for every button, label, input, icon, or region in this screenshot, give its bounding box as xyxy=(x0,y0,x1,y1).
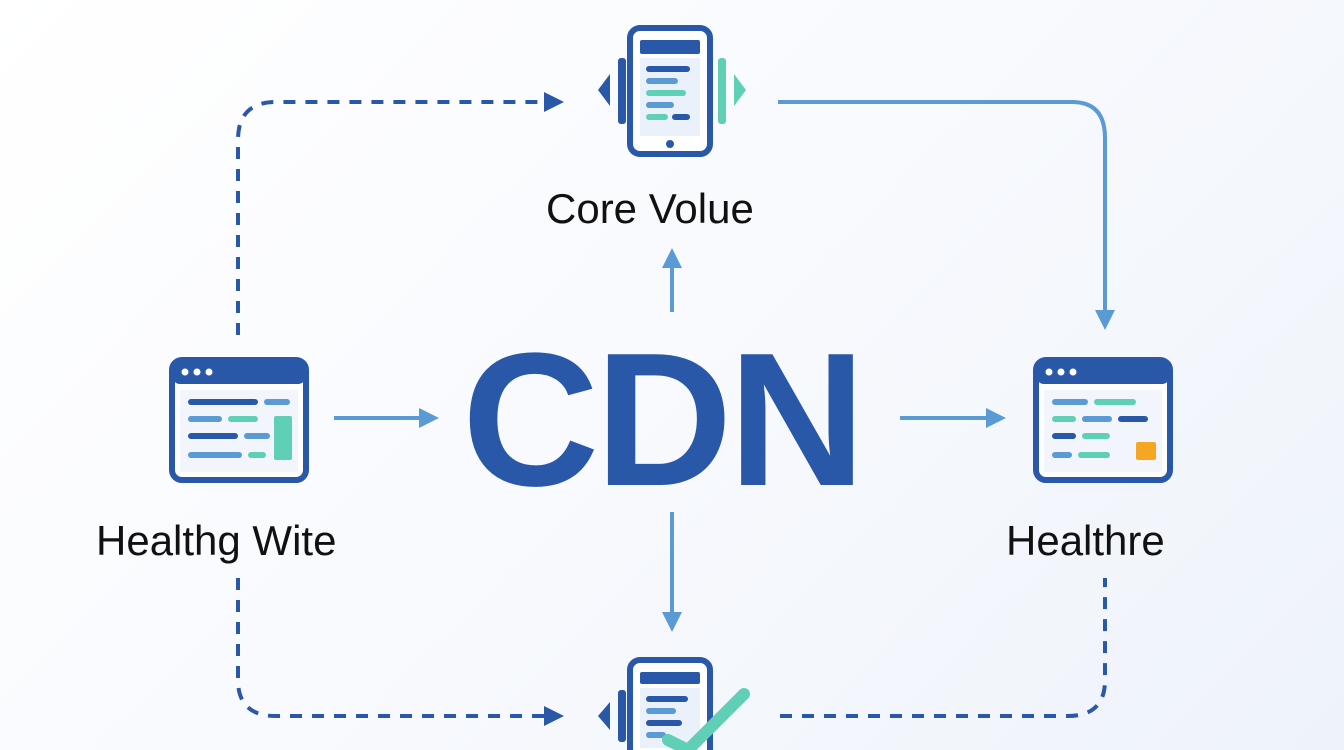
browser-window-icon-left xyxy=(169,357,309,483)
mobile-phone-check-icon xyxy=(598,657,750,750)
node-label-left: Healthg Wite xyxy=(96,517,337,564)
center-title: CDN xyxy=(462,314,866,526)
node-label-top: Core Volue xyxy=(546,185,754,232)
connector-top-to-right xyxy=(778,100,1115,330)
mobile-phone-icon xyxy=(598,25,746,157)
browser-window-icon-right xyxy=(1033,357,1173,483)
connector-bottom-to-right xyxy=(780,578,1107,718)
connector-left-to-bottom xyxy=(236,578,564,726)
node-label-right: Healthre xyxy=(1006,517,1165,564)
connector-left-to-top xyxy=(236,92,564,335)
